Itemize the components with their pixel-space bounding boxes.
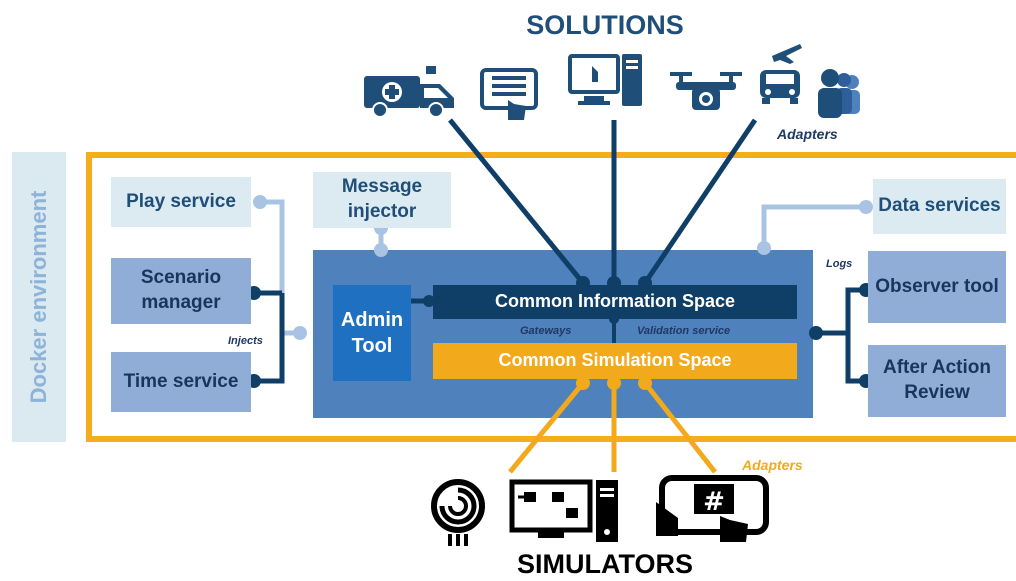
- adapters-bottom-label: Adapters: [742, 457, 803, 473]
- airplane-truck-icon: [760, 44, 802, 104]
- tablet-hashtag-icon: #: [656, 475, 769, 542]
- play-service-connector: [258, 199, 300, 336]
- core-logs-dot: [809, 326, 823, 340]
- logs-label: Logs: [826, 258, 853, 270]
- observer-tool-box: Observer tool: [868, 251, 1006, 323]
- admin-cis-dot: [423, 295, 435, 307]
- drone-icon: [670, 72, 742, 110]
- core-right-top-dot: [757, 241, 771, 255]
- data-services-dot: [859, 200, 873, 214]
- common-information-space-box: Common Information Space: [433, 285, 797, 319]
- gateways-label: Gateways: [520, 325, 572, 337]
- data-services-box: Data services: [873, 179, 1006, 234]
- solution-connectors: [448, 118, 758, 285]
- people-group-icon: [818, 69, 860, 118]
- play-service-dot: [253, 195, 267, 209]
- after-action-review-box: After Action Review: [868, 345, 1006, 417]
- tablet-form-icon: [480, 68, 538, 120]
- adapters-top-label: Adapters: [777, 126, 838, 142]
- scenario-manager-box: Scenario manager: [111, 258, 251, 324]
- play-service-box: Play service: [111, 177, 251, 227]
- solutions-heading: SOLUTIONS: [526, 10, 684, 40]
- ambulance-icon: [364, 66, 454, 118]
- core-top-dot: [374, 243, 388, 257]
- injects-dot: [293, 326, 307, 340]
- docker-environment-label: Docker environment: [12, 152, 66, 442]
- time-service-box: Time service: [111, 352, 251, 412]
- simulation-computer-icon: [509, 479, 618, 542]
- validation-service-label: Validation service: [637, 325, 731, 337]
- simulator-connectors: [508, 381, 717, 474]
- swirl-logo-icon: [431, 479, 485, 546]
- desktop-computer-icon: [568, 54, 642, 106]
- message-injector-box: Message injector: [313, 172, 451, 228]
- common-simulation-space-box: Common Simulation Space: [433, 343, 797, 379]
- injects-label: Injects: [228, 335, 263, 347]
- svg-text:#: #: [703, 487, 725, 517]
- simulators-heading: SIMULATORS: [516, 549, 693, 579]
- admin-tool-box: Admin Tool: [333, 285, 411, 381]
